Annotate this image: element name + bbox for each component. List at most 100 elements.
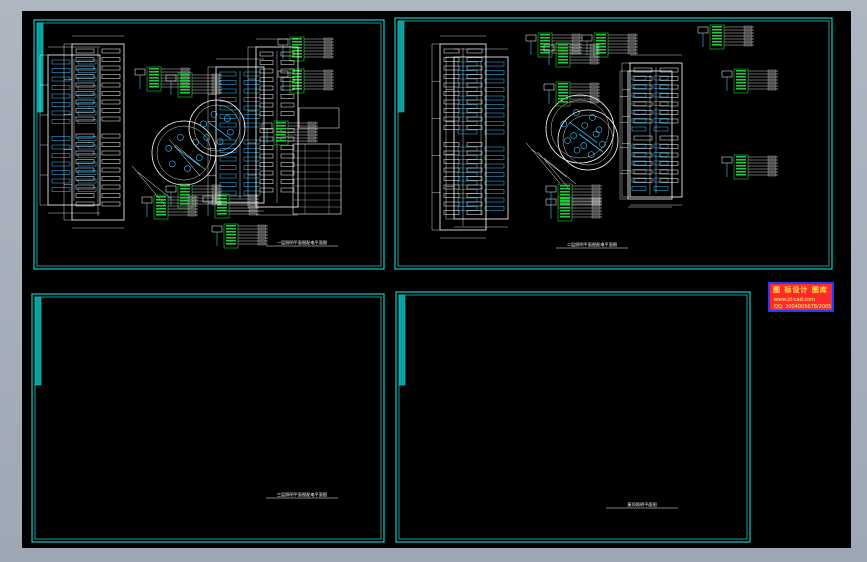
light-fixture: [633, 144, 653, 149]
sheet-2[interactable]: 二层照明平面图配电平面图: [394, 17, 833, 270]
light-fixture: [259, 128, 274, 133]
light-fixture: [259, 102, 274, 108]
light-fixture: [659, 93, 679, 98]
light-fixture: [484, 104, 505, 109]
light-fixture: [280, 179, 295, 184]
light-fixture: [659, 101, 679, 107]
light-fixture: [51, 119, 71, 124]
light-fixture: [560, 120, 568, 128]
panel-schedule: [165, 72, 222, 98]
light-fixture: [443, 184, 460, 190]
light-fixture: [101, 133, 121, 139]
light-fixture: [443, 159, 460, 164]
light-fixture: [466, 99, 483, 105]
light-fixture: [631, 101, 647, 106]
light-fixture: [443, 150, 460, 156]
light-fixture: [653, 177, 669, 183]
light-fixture: [259, 51, 274, 57]
drawing-canvas[interactable]: 一层照明平面图配电平面图二层照明平面图配电平面图三层照明平面图配电平面图 屋顶照明…: [22, 11, 851, 548]
light-fixture: [243, 165, 261, 170]
building-plan: [63, 35, 125, 229]
light-fixture: [259, 170, 274, 176]
panel-schedule: [721, 154, 778, 180]
building-plan: [621, 54, 683, 206]
light-fixture: [51, 144, 71, 150]
light-fixture: [466, 91, 483, 96]
light-fixture: [633, 178, 653, 183]
light-fixture: [280, 94, 295, 99]
light-fixture: [631, 143, 647, 149]
stamp-website: www.jd-cad.com: [774, 297, 816, 303]
light-fixture: [77, 187, 97, 192]
light-fixture: [573, 146, 581, 154]
light-fixture: [484, 95, 505, 101]
light-fixture: [219, 173, 237, 179]
light-fixture: [101, 176, 121, 181]
light-fixture: [659, 144, 679, 149]
light-fixture: [101, 82, 121, 88]
light-fixture: [570, 132, 577, 139]
light-fixture: [259, 179, 274, 184]
light-fixture: [243, 190, 261, 196]
light-fixture: [77, 119, 97, 124]
light-fixture: [165, 144, 173, 152]
light-fixture: [280, 51, 295, 57]
light-fixture: [75, 159, 95, 164]
light-fixture: [51, 187, 71, 192]
light-fixture: [457, 121, 478, 126]
light-fixture: [259, 162, 274, 167]
light-fixture: [280, 170, 295, 176]
light-fixture: [243, 139, 261, 145]
light-fixture: [466, 184, 483, 190]
light-fixture: [259, 153, 274, 159]
light-fixture: [75, 167, 95, 173]
light-fixture: [484, 121, 505, 126]
light-fixture: [659, 118, 679, 124]
light-fixture: [457, 206, 478, 211]
sheet-caption: 三层照明平面图配电平面图: [277, 491, 327, 498]
light-fixture: [484, 163, 505, 169]
light-fixture: [443, 167, 460, 173]
sheet-caption: 二层照明平面图配电平面图: [567, 241, 617, 248]
light-fixture: [280, 153, 295, 159]
light-fixture: [259, 94, 274, 99]
light-fixture: [280, 85, 295, 91]
light-fixture: [457, 180, 478, 186]
light-fixture: [219, 156, 237, 162]
light-fixture: [443, 108, 460, 113]
light-fixture: [243, 71, 261, 77]
light-fixture: [659, 161, 679, 166]
light-fixture: [243, 88, 261, 94]
light-fixture: [457, 104, 478, 109]
light-fixture: [659, 169, 679, 175]
light-fixture: [77, 170, 97, 175]
light-fixture: [101, 167, 121, 173]
sheet-1[interactable]: 一层照明平面图配电平面图: [33, 19, 385, 270]
light-fixture: [219, 190, 237, 196]
light-fixture: [466, 74, 483, 79]
round-hall-plan: [525, 94, 615, 184]
light-fixture: [457, 189, 478, 194]
light-fixture: [653, 92, 669, 98]
light-fixture: [631, 109, 647, 115]
light-fixture: [101, 193, 121, 198]
light-fixture: [631, 177, 647, 183]
light-fixture: [51, 59, 71, 65]
light-fixture: [101, 91, 121, 96]
light-fixture: [259, 60, 274, 65]
building-plan: [619, 62, 673, 208]
building-plan: [445, 48, 509, 228]
light-fixture: [243, 122, 261, 128]
light-fixture: [633, 118, 653, 124]
sheet-3[interactable]: 三层照明平面图配电平面图: [31, 35, 385, 543]
light-fixture: [633, 161, 653, 166]
light-fixture: [75, 201, 95, 207]
light-fixture: [653, 186, 669, 191]
title-strip: [34, 296, 42, 386]
light-fixture: [457, 129, 478, 135]
sheet-4[interactable]: 屋顶照明平面图: [395, 24, 754, 543]
light-fixture: [184, 165, 191, 172]
light-fixture: [75, 193, 95, 198]
light-fixture: [259, 68, 274, 74]
